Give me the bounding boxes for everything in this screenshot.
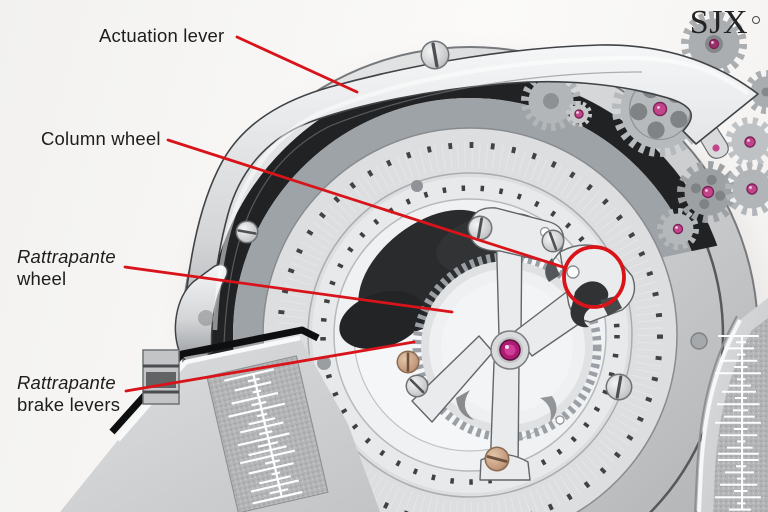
label-column-wheel: Column wheel: [41, 128, 161, 150]
label-text: Rattrapante: [17, 246, 116, 267]
label-text: brake levers: [17, 394, 121, 415]
column-wheel-part: [545, 258, 622, 328]
label-rattrapante-brake-levers: Rattrapante brake levers: [17, 372, 120, 416]
brake-plate-left: [60, 326, 380, 512]
tick-ring-inner: [320, 185, 620, 485]
case-clamp: [142, 349, 180, 405]
label-text: wheel: [17, 268, 67, 289]
logo-ring-icon: [752, 16, 760, 24]
logo-text: SJX: [689, 4, 748, 41]
annotation-line-rattrapante-wheel: [123, 265, 454, 314]
actuation-lever-part: [174, 44, 759, 371]
center-jewel: [490, 330, 530, 370]
label-text: Actuation lever: [99, 25, 225, 46]
annotation-circle-column-wheel: [562, 245, 626, 309]
flange-hole: [690, 332, 708, 350]
label-text: Rattrapante: [17, 372, 116, 393]
label-actuation-lever: Actuation lever: [99, 25, 224, 47]
flange-hole: [411, 180, 423, 192]
annotations: [123, 35, 626, 393]
annotation-line-actuation-lever: [235, 35, 359, 94]
screws: [235, 40, 633, 472]
label-text: Column wheel: [41, 128, 161, 149]
plate-hole: [317, 356, 331, 370]
sjx-logo: SJX: [690, 4, 760, 42]
label-rattrapante-wheel: Rattrapante wheel: [17, 246, 116, 290]
annotation-line-brake-levers: [124, 340, 416, 393]
annotation-line-column-wheel: [166, 138, 568, 270]
